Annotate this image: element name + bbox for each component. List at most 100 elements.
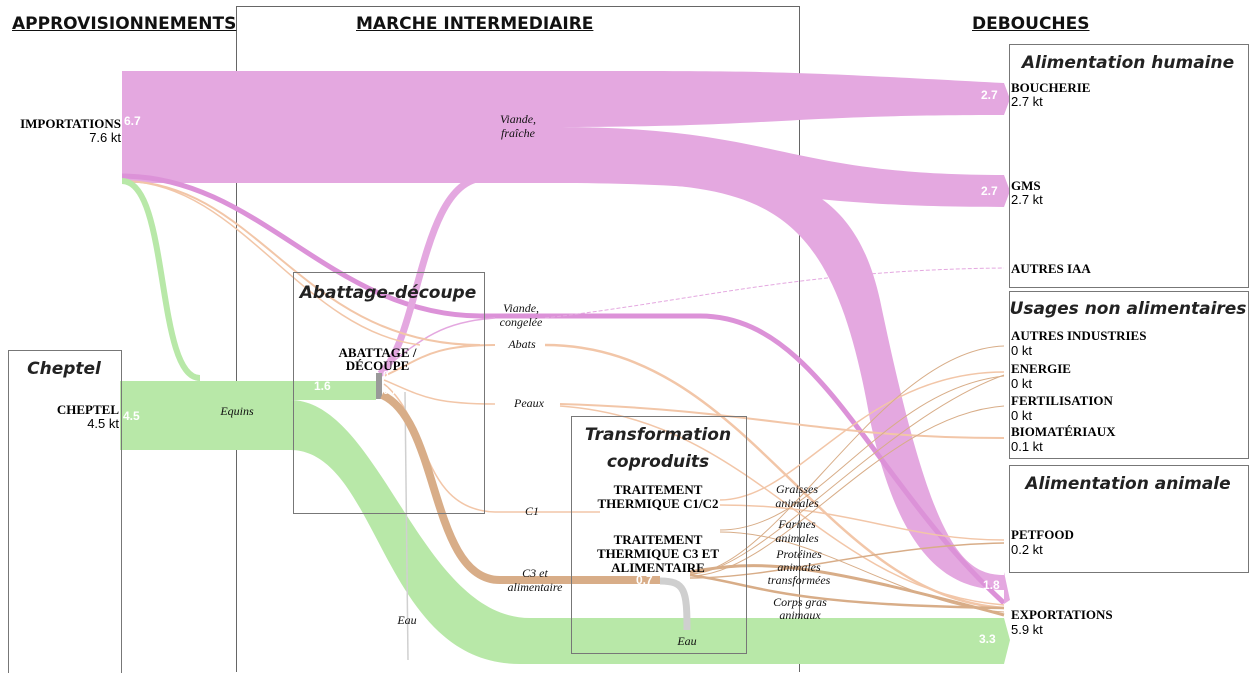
group-title-cheptel: Cheptel <box>27 359 101 379</box>
flow-eau-2 <box>659 577 691 631</box>
flow-importations-abats-2 <box>121 180 421 346</box>
node-abattage-in-value: 1.6 <box>314 379 331 393</box>
column-header-debouches: DEBOUCHES <box>972 14 1090 34</box>
node-cheptel-bar-value: 4.5 <box>123 409 140 423</box>
node-boucherie-bar-value: 2.7 <box>981 88 998 102</box>
group-box-abattage <box>293 272 485 514</box>
flow-abattage-peaux <box>383 379 496 405</box>
flow-label-farines-2: animales <box>775 531 819 545</box>
node-exportations-green-value: 3.3 <box>979 632 996 646</box>
node-gms-bar-value: 2.7 <box>981 184 998 198</box>
node-c1c2-label-1: TRAITEMENT <box>613 482 703 497</box>
flow-label-proteines-2: animales <box>777 560 821 574</box>
node-petfood-label: PETFOOD <box>1011 527 1074 542</box>
arrow-gms <box>1004 175 1010 207</box>
node-exportations-value: 5.9 kt <box>1011 622 1043 637</box>
arrow-exportations-green <box>1004 618 1010 664</box>
group-box-alim-humaine <box>1009 44 1249 288</box>
flow-label-graisses-2: animales <box>775 496 819 510</box>
node-importations-label: IMPORTATIONS <box>20 116 121 131</box>
flow-label-peaux: Peaux <box>514 396 544 410</box>
flow-abattage-c3 <box>380 391 660 584</box>
group-title-transformation-2: coproduits <box>606 452 710 472</box>
flow-c1c2-energie <box>719 371 1005 501</box>
node-c3-label-2: THERMIQUE C3 ET <box>596 546 720 561</box>
flow-label-viande-fraiche-1: Viande, <box>499 112 537 126</box>
arrow-exportations-pink <box>1004 572 1010 604</box>
node-cheptel-label: CHEPTEL <box>56 402 119 417</box>
flow-abattage-abats <box>383 344 496 377</box>
node-abattage-bar <box>376 373 382 399</box>
flow-farines-energie <box>719 375 1005 531</box>
node-exportations-label: EXPORTATIONS <box>1011 607 1113 622</box>
flow-c3-fertilisation <box>689 405 1005 577</box>
flow-cheptel <box>120 381 1004 664</box>
node-exportations-pink-value: 1.8 <box>983 578 1000 592</box>
flow-label-farines-1: Farines <box>778 517 816 531</box>
node-boucherie-value: 2.7 kt <box>1011 94 1043 109</box>
flow-label-proteines-1: Protéines <box>776 547 822 561</box>
node-autres-industries-value: 0 kt <box>1011 343 1032 358</box>
node-biomateriaux-label: BIOMATÉRIAUX <box>1011 424 1116 439</box>
node-abattage-label-1: ABATTAGE / <box>338 345 417 360</box>
node-boucherie-label: BOUCHERIE <box>1011 80 1091 95</box>
flow-label-eau-2: Eau <box>677 634 697 648</box>
flow-to-gms <box>555 127 1004 207</box>
node-viande-fraiche <box>484 71 555 183</box>
node-energie-value: 0 kt <box>1011 376 1032 391</box>
group-box-alim-animale <box>1009 465 1249 573</box>
column-header-marche: MARCHE INTERMEDIAIRE <box>356 14 594 34</box>
flow-c3-petfood <box>689 542 1005 579</box>
node-c3-label-1: TRAITEMENT <box>613 532 703 547</box>
group-title-alim-animale: Alimentation animale <box>1025 474 1231 494</box>
node-fertilisation-value: 0 kt <box>1011 408 1032 423</box>
flow-label-proteines-3: transformées <box>767 573 831 587</box>
flow-label-corps-gras-2: animaux <box>779 608 821 622</box>
column-header-approvisionnements: APPROVISIONNEMENTS <box>12 14 237 34</box>
group-title-alim-humaine: Alimentation humaine <box>1021 53 1235 73</box>
node-autres-industries-label: AUTRES INDUSTRIES <box>1011 328 1147 343</box>
flow-label-abats: Abats <box>508 337 536 351</box>
flow-autres-iaa <box>544 267 1005 319</box>
node-abattage-out-value-1: 0. <box>383 370 392 381</box>
flow-importations-equins <box>121 178 201 381</box>
group-box-cheptel <box>8 350 122 673</box>
node-petfood-value: 0.2 kt <box>1011 542 1043 557</box>
flow-label-c1: C1 <box>524 504 539 518</box>
group-box-usages-non-alim <box>1009 291 1249 459</box>
node-abattage-out-value-2: 0.7 <box>383 386 397 397</box>
flow-abattage-viande-congelee <box>379 317 496 373</box>
node-importations-value: 7.6 kt <box>89 130 121 145</box>
flow-abattage-viande-fraiche <box>377 174 485 377</box>
flow-label-viande-fraiche-2: fraîche <box>501 126 535 140</box>
node-c3-label-3: ALIMENTAIRE <box>611 560 705 575</box>
flow-abattage-c1 <box>383 383 600 513</box>
flow-label-corps-gras-1: Corps gras <box>773 595 827 609</box>
flow-importations-abats <box>121 180 481 346</box>
flow-viande-congelee-exportations <box>121 173 1006 605</box>
node-importations-bar-value: 6.7 <box>124 114 141 128</box>
flow-eau-1 <box>404 391 409 661</box>
group-box-transformation <box>571 416 747 654</box>
flow-peaux-biomateriaux <box>559 403 1005 439</box>
node-fertilisation-label: FERTILISATION <box>1011 393 1113 408</box>
node-energie-label: ENERGIE <box>1011 361 1071 376</box>
group-title-abattage: Abattage-découpe <box>299 283 477 303</box>
flow-c3-corps-gras <box>689 573 1005 610</box>
flow-label-graisses-1: Graisses <box>775 482 818 496</box>
flow-peaux-exportations <box>559 405 1005 606</box>
flow-label-equins: Equins <box>220 404 254 418</box>
flow-label-eau-1: Eau <box>397 613 417 627</box>
node-biomateriaux-value: 0.1 kt <box>1011 439 1043 454</box>
group-title-transformation-1: Transformation <box>584 425 732 445</box>
flow-label-viande-congelee-1: Viande, <box>502 301 540 315</box>
node-autres-iaa-label: AUTRES IAA <box>1011 261 1091 276</box>
flow-label-viande-congelee-2: congelée <box>499 315 543 329</box>
flow-c3-autres-ind <box>689 345 1005 575</box>
arrow-boucherie <box>1004 83 1010 115</box>
node-c3-value: 0.7 <box>636 573 653 587</box>
flow-label-c3-1: C3 et <box>522 566 548 580</box>
flow-viande-fraiche-exportations <box>555 160 1004 590</box>
